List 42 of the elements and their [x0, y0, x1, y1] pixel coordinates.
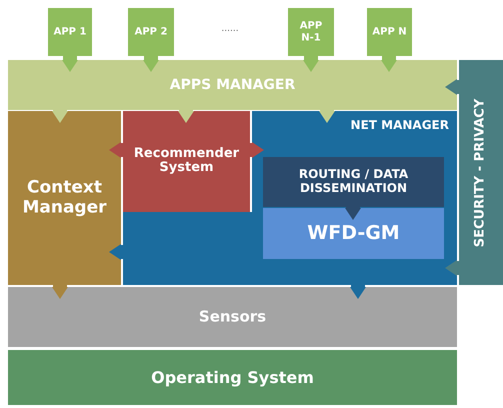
module-panel [123, 111, 457, 285]
side-band [459, 60, 503, 285]
module-label: Recommender System [132, 146, 240, 176]
module-label: Sensors [198, 308, 268, 326]
app-label: APP 2 [134, 26, 168, 38]
app-box [128, 8, 174, 56]
module-label: SECURITY - PRIVACY [474, 98, 488, 247]
module-label: ROUTING / DATA DISSEMINATION [298, 168, 410, 196]
app-label: APP N [371, 26, 408, 38]
module-box [263, 208, 444, 259]
callout-tail [445, 260, 459, 276]
layer-band [8, 60, 457, 110]
callout-tail [178, 110, 194, 123]
callout-tail [109, 244, 123, 260]
callout-tail [62, 56, 78, 72]
module-label: NET MANAGER [350, 119, 449, 133]
module-box [263, 157, 444, 207]
callout-tail [381, 56, 397, 72]
callout-tail [350, 285, 366, 299]
module-label: Context Manager [21, 178, 108, 218]
module-box [123, 111, 250, 212]
app-label: APP 1 [52, 26, 88, 38]
callout-tail [303, 56, 319, 72]
app-box [288, 8, 334, 56]
callout-tail [52, 110, 68, 123]
app-box [367, 8, 412, 56]
callout-tail [319, 110, 335, 123]
layer-band [8, 287, 457, 347]
callout-tail [52, 285, 68, 299]
module-box [8, 111, 121, 285]
module-label: WFD-GM [306, 222, 401, 244]
ellipsis-label: ...... [220, 24, 240, 34]
callout-tail [445, 79, 459, 95]
module-label: APPS MANAGER [168, 76, 296, 94]
callout-tail [250, 142, 264, 158]
callout-tail [345, 207, 361, 220]
callout-tail [143, 56, 159, 72]
app-label: APP N-1 [298, 20, 324, 44]
callout-tail [109, 142, 123, 158]
app-box [48, 8, 92, 56]
module-label: Operating System [150, 368, 315, 387]
layer-band [8, 350, 457, 405]
